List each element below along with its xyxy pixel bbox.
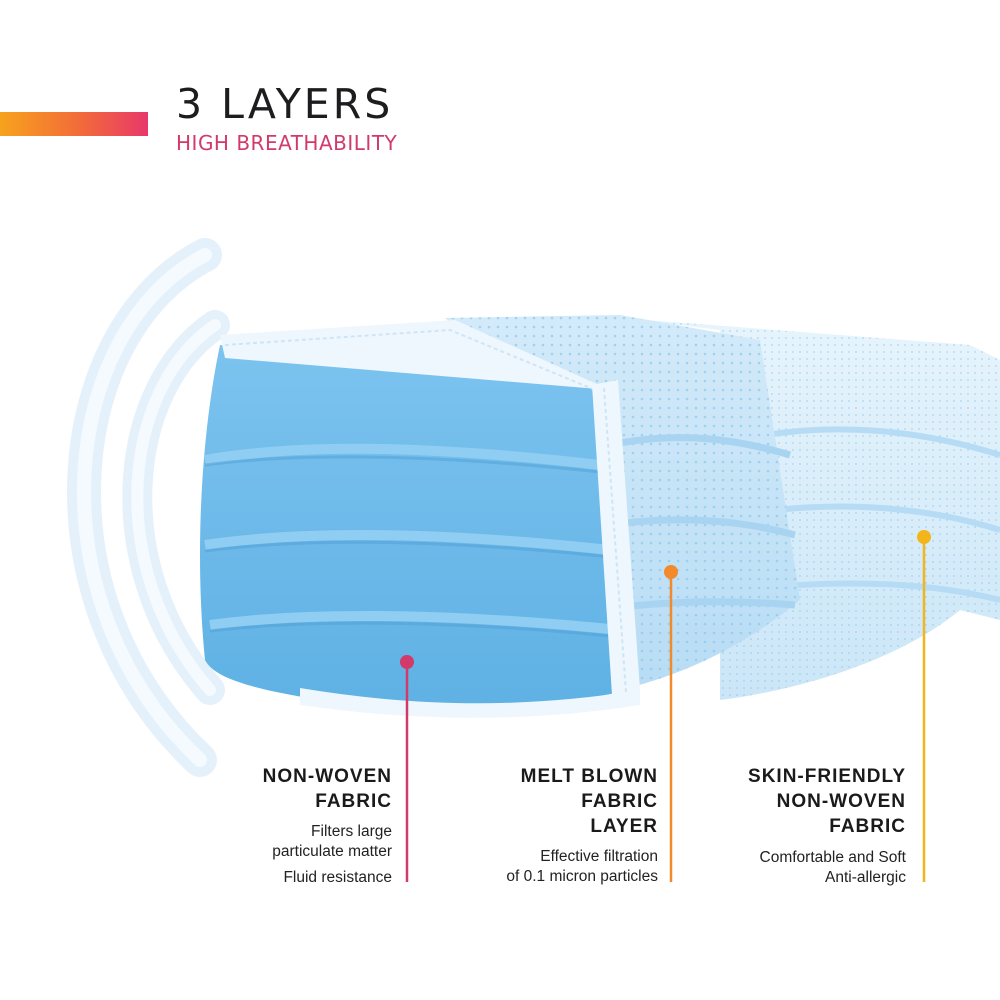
front-layer <box>200 320 640 718</box>
layer-2-description: Effective filtration of 0.1 micron parti… <box>506 848 658 885</box>
layer-markers <box>400 530 931 882</box>
layer-2-info: MELT BLOWN FABRIC LAYER Effective filtra… <box>440 764 658 887</box>
page-title: 3 LAYERS <box>176 80 394 128</box>
layer-3-title: SKIN-FRIENDLY NON-WOVEN FABRIC <box>748 766 906 837</box>
layer-1-description: Filters large particulate matter <box>272 823 392 860</box>
airflow-arcs <box>67 238 230 777</box>
layer-1-info: NON-WOVEN FABRIC Filters large particula… <box>200 764 392 888</box>
pink-dot-icon <box>400 655 414 669</box>
page-subtitle: HIGH BREATHABILITY <box>176 131 398 155</box>
orange-dot-icon <box>664 565 678 579</box>
accent-bar <box>0 112 148 136</box>
layer-1-title: NON-WOVEN FABRIC <box>262 766 392 812</box>
layer-2-title: MELT BLOWN FABRIC LAYER <box>520 766 658 837</box>
layer-1-description-2: Fluid resistance <box>283 869 392 886</box>
yellow-dot-icon <box>917 530 931 544</box>
layer-3-info: SKIN-FRIENDLY NON-WOVEN FABRIC Comfortab… <box>690 764 906 888</box>
layer-3-description: Comfortable and Soft Anti-allergic <box>759 849 906 886</box>
